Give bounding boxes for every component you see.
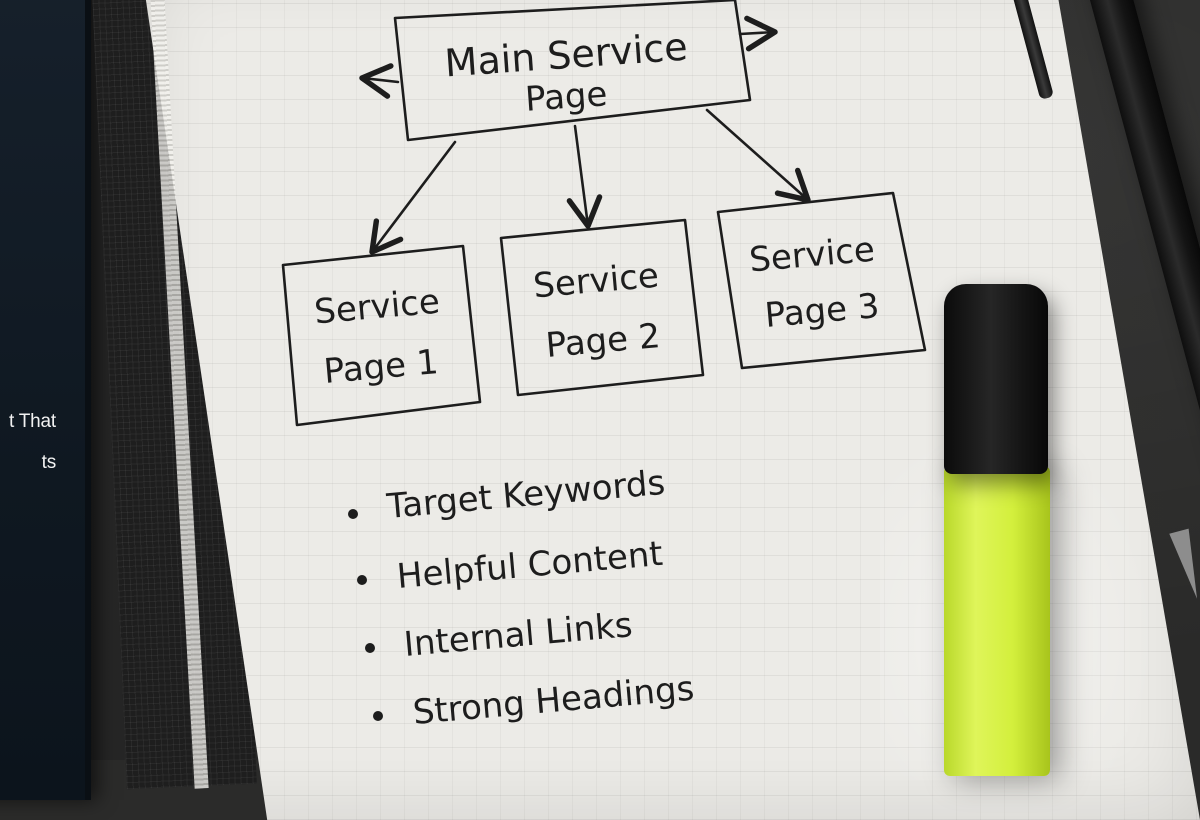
- checklist-item-3: Internal Links: [402, 605, 634, 665]
- highlighter-cap: [944, 284, 1048, 474]
- bullet-1: [348, 509, 358, 519]
- right-arrow: [738, 15, 778, 52]
- service-page-1-line-1: Service: [313, 282, 442, 333]
- checklist-item-1: Target Keywords: [384, 463, 666, 527]
- arrow-to-service-page-2: [566, 124, 603, 229]
- arrow-to-service-page-3: [705, 108, 811, 203]
- arrow-to-service-page-1: [369, 140, 457, 255]
- sitemap-sketch: Main Service Page Service Page 1 Service…: [281, 0, 927, 733]
- service-page-1-box: [281, 244, 482, 427]
- service-page-3-box: [716, 191, 927, 370]
- checklist-item-4: Strong Headings: [411, 669, 695, 733]
- service-page-1-line-2: Page 1: [322, 342, 440, 392]
- left-arrow: [359, 63, 400, 99]
- tablet-text-line-1: t That: [8, 411, 56, 432]
- bullet-3: [365, 643, 375, 653]
- service-page-2-line-2: Page 2: [544, 316, 662, 366]
- checklist-item-2: Helpful Content: [395, 534, 664, 597]
- service-page-3-line-2: Page 3: [763, 286, 881, 336]
- tablet-text-line-2: ts: [41, 452, 57, 473]
- service-page-2-box: [499, 218, 705, 397]
- tablet-screen: t That ts: [0, 0, 91, 800]
- highlighter-body: [944, 466, 1050, 776]
- bullet-2: [357, 575, 367, 585]
- bullet-4: [373, 711, 383, 721]
- service-page-3-line-1: Service: [748, 230, 877, 281]
- main-service-box: [393, 0, 752, 142]
- main-service-box-line-2: Page: [524, 74, 609, 120]
- service-page-2-line-1: Service: [532, 256, 661, 307]
